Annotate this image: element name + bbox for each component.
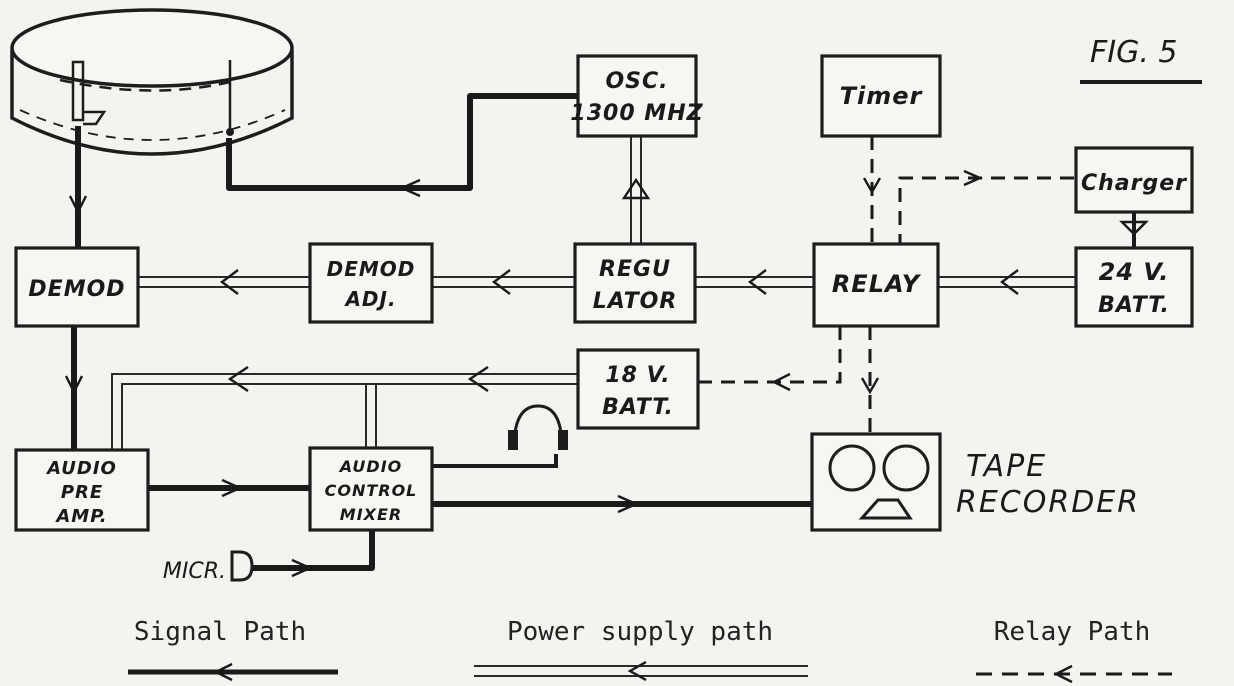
headphones-icon — [508, 404, 568, 450]
mixer-label-2: CONTROL — [325, 481, 418, 500]
block-relay: RELAY — [812, 242, 940, 328]
tape-head-icon — [858, 498, 913, 520]
arrow-icon — [227, 366, 249, 392]
power-line-regulator-osc — [630, 136, 642, 248]
timer-label: Timer — [840, 82, 924, 110]
batt18-label-1: 18 V. — [605, 363, 670, 388]
legend-signal-text: Signal Path — [134, 617, 306, 647]
arrow-icon — [291, 558, 313, 578]
block-24v-battery: 24 V. BATT. — [1074, 246, 1194, 328]
tape-label-1: TAPE — [966, 449, 1047, 484]
arrow-icon — [213, 662, 233, 682]
signal-line-mic-mixer — [252, 530, 375, 571]
demod-label: DEMOD — [28, 277, 125, 302]
arrow-icon — [467, 366, 489, 392]
batt24-label-2: BATT. — [1098, 293, 1170, 318]
charger-label: Charger — [1081, 171, 1187, 196]
arrow-icon — [860, 377, 880, 395]
mixer-label-1: AUDIO — [338, 457, 403, 476]
preamp-label-3: AMP. — [54, 506, 107, 527]
batt18-label-2: BATT. — [602, 395, 674, 420]
legend-power-text: Power supply path — [507, 617, 773, 647]
arrow-icon — [492, 269, 511, 295]
legend: Signal Path Power supply path Relay Path — [128, 617, 1172, 684]
demod-adj-label-2: ADJ. — [343, 287, 396, 311]
block-timer: Timer — [820, 54, 942, 138]
arrow-icon — [1000, 269, 1019, 295]
tape-label-2: RECORDER — [956, 485, 1140, 520]
arrow-icon — [68, 195, 88, 215]
relay-line-relay-18v — [698, 326, 842, 384]
preamp-label-1: AUDIO — [45, 458, 117, 479]
arrow-icon — [220, 269, 239, 295]
block-tape-recorder — [810, 432, 942, 532]
mic-label: MICR. — [163, 559, 226, 584]
block-demod-adj: DEMOD ADJ. — [308, 242, 434, 324]
arrow-icon — [399, 178, 421, 198]
osc-label-2: 1300 MHZ — [570, 101, 703, 126]
batt24-label-1: 24 V. — [1099, 258, 1170, 286]
relay-line-relay-charger — [898, 176, 1076, 248]
arrow-icon — [627, 660, 647, 682]
microphone-icon — [230, 550, 254, 582]
block-regulator: REGU LATOR — [573, 242, 697, 324]
arrow-icon — [771, 372, 791, 392]
block-demod: DEMOD — [14, 246, 140, 328]
osc-label-1: OSC. — [605, 69, 668, 94]
arrow-icon — [1119, 220, 1149, 236]
arrow-icon — [862, 177, 882, 195]
block-audio-preamp: AUDIO PRE AMP. — [14, 448, 150, 532]
arrow-icon — [963, 169, 983, 187]
figure-label: FIG. 5 — [1090, 35, 1178, 70]
legend-relay-text: Relay Path — [994, 617, 1151, 647]
arrow-icon — [221, 478, 243, 498]
arrow-icon — [617, 494, 639, 514]
power-line-18v — [111, 373, 578, 450]
cavity-cylinder — [10, 8, 294, 156]
demod-adj-label-1: DEMOD — [327, 257, 416, 281]
signal-line-mixer-headphones — [432, 454, 558, 468]
block-osc: OSC. 1300 MHZ — [570, 54, 703, 138]
arrow-icon — [1053, 664, 1073, 684]
relay-label: RELAY — [832, 270, 922, 298]
regulator-label-2: LATOR — [593, 289, 678, 314]
mixer-label-3: MIXER — [340, 505, 402, 524]
preamp-label-2: PRE — [61, 482, 103, 503]
arrow-icon — [64, 375, 84, 395]
regulator-label-1: REGU — [599, 257, 671, 282]
block-18v-battery: 18 V. BATT. — [576, 348, 700, 430]
block-charger: Charger — [1074, 146, 1194, 214]
arrow-icon — [621, 177, 651, 200]
arrow-icon — [748, 269, 767, 295]
signal-line-cavity-osc — [226, 93, 578, 191]
block-audio-control-mixer: AUDIO CONTROL MIXER — [308, 446, 434, 532]
